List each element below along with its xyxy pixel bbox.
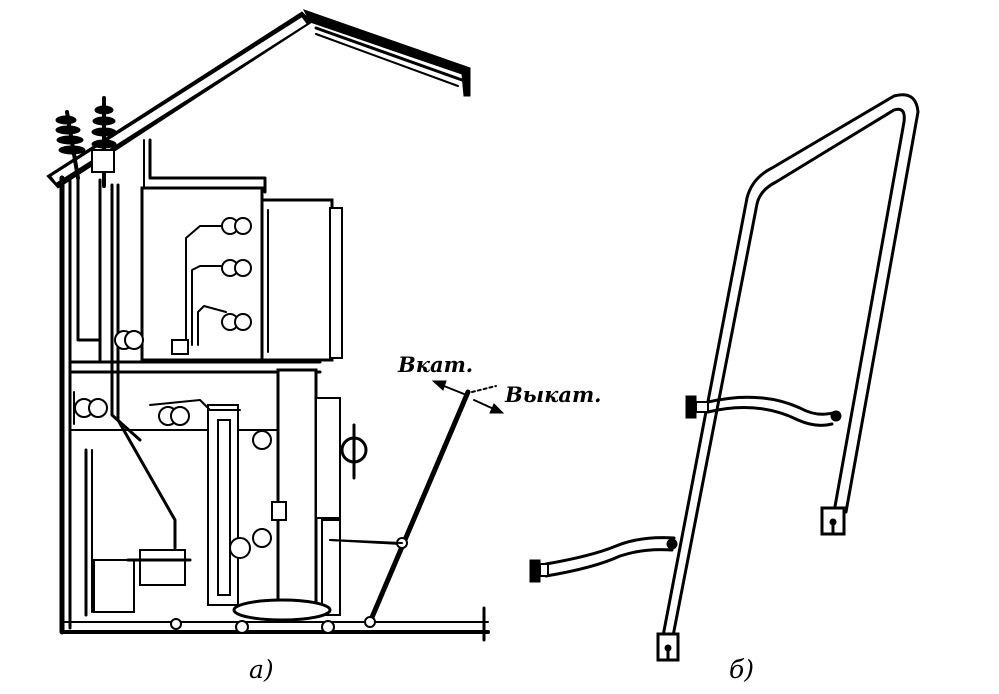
panel-a-caption: а)	[249, 655, 274, 684]
frame-clamp-left	[656, 632, 680, 662]
panel-b-grounding-frame	[529, 93, 920, 662]
truck-lever	[329, 389, 471, 628]
roll-out-label: Выкат.	[505, 382, 602, 407]
frame-clamp-right	[820, 506, 846, 536]
wall-insulator	[73, 391, 108, 425]
transformer-terminal	[221, 217, 252, 331]
upper-handle	[685, 395, 842, 427]
lower-handle	[529, 536, 678, 583]
breaker-truck	[93, 368, 401, 634]
panel-b-caption: б)	[729, 655, 755, 684]
panel-a-switchgear	[46, 9, 505, 642]
roll-in-label: Вкат.	[398, 352, 474, 377]
voltage-transformer-compartment	[114, 186, 343, 362]
direction-arrows	[431, 380, 505, 414]
roof-bushing-insulators	[55, 96, 117, 188]
